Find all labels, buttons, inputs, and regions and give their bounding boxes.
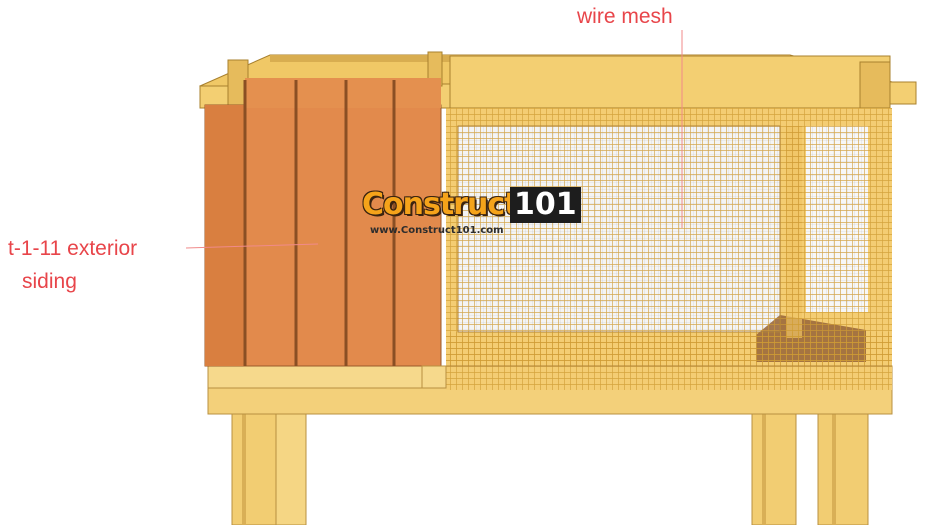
wire-mesh-label: wire mesh [577,5,673,28]
leg-left [231,411,277,525]
siding-leader [185,243,319,249]
siding-label-line1: t-1-11 exterior [8,237,138,260]
watermark-number: 101 [510,187,581,223]
watermark-url: www.Construct101.com [370,225,504,236]
leg-left-inner [275,411,307,525]
siding-label-line2: siding [22,270,77,293]
wire-mesh-panel [446,108,892,390]
t111-siding-panel [204,78,447,389]
hutch-legs [231,411,869,525]
leg-right [751,411,797,525]
watermark-brand: Construct [362,187,518,222]
leader-lines [185,30,683,249]
leg-right-outer [817,411,869,525]
